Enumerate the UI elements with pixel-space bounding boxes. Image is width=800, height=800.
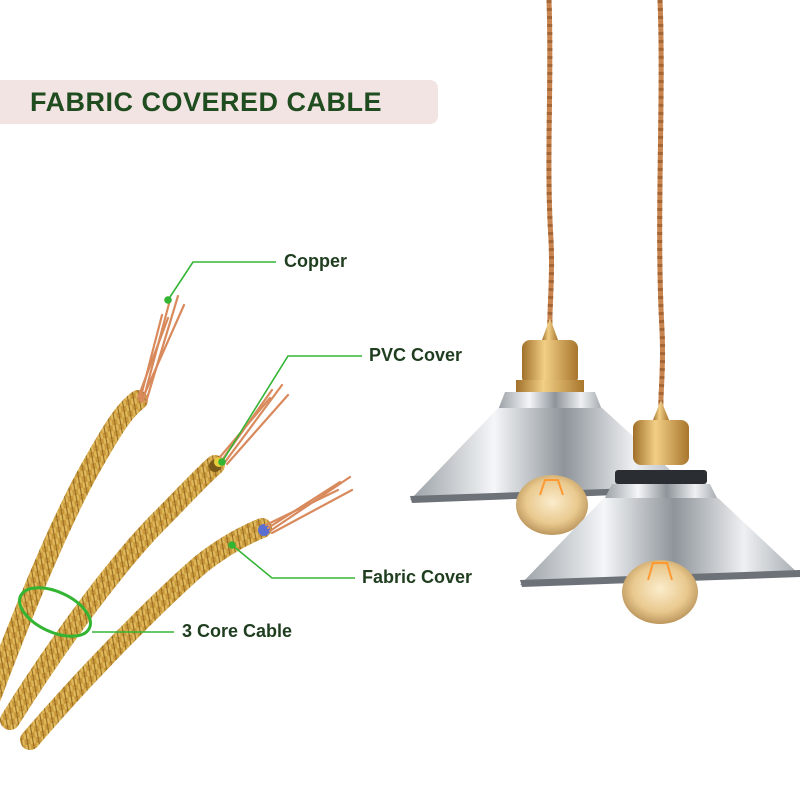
cable-illustration: [0, 294, 354, 750]
callout-lines: [92, 261, 362, 633]
front-lamp: [520, 400, 800, 624]
title-banner: [0, 80, 438, 124]
page-title: FABRIC COVERED CABLE: [30, 87, 383, 117]
callout-copper: Copper: [284, 251, 347, 271]
callout-three-core-cable: 3 Core Cable: [182, 621, 293, 641]
callout-fabric-cover: Fabric Cover: [362, 567, 473, 587]
callout-pvc-cover: PVC Cover: [369, 345, 463, 365]
pendant-lamps: [410, 0, 800, 624]
